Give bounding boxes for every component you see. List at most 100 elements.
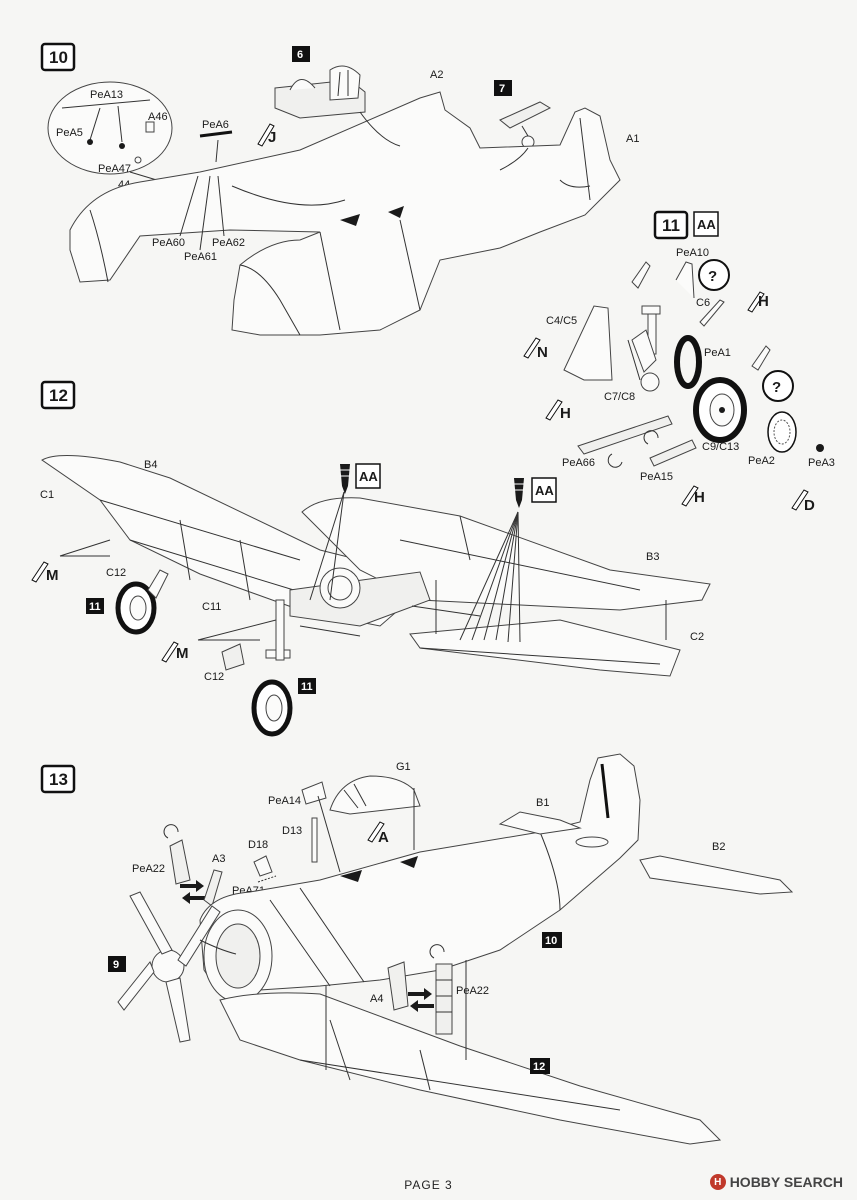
step-12-number: 12 — [49, 386, 68, 405]
label-PeA5: PeA5 — [56, 127, 83, 139]
lower-wings — [219, 992, 722, 1145]
label-D13: D13 — [282, 825, 302, 837]
label-G1: G1 — [396, 761, 411, 773]
label-H-3: H — [694, 489, 705, 506]
aa-badge-1-text: AA — [359, 469, 378, 484]
aa-badge-2-text: AA — [535, 483, 554, 498]
label-PeA22-b: PeA22 — [456, 985, 489, 997]
label-PeA3: PeA3 — [808, 457, 835, 469]
label-PeA10: PeA10 — [676, 247, 709, 259]
question-mark-2: ? — [772, 379, 781, 396]
right-main-gear — [251, 599, 293, 737]
label-A1: A1 — [626, 133, 639, 145]
propeller — [117, 891, 221, 1043]
lower-wing-C2 — [409, 619, 681, 677]
label-C6: C6 — [696, 297, 710, 309]
tailwheel-subassembly — [499, 101, 552, 149]
label-N: N — [537, 344, 548, 361]
antenna-detail-bubble: PeA13 PeA5 A46 PeA47 — [47, 81, 173, 175]
label-C1: C1 — [40, 489, 54, 501]
step-12-badge — [40, 380, 76, 410]
label-PeA15: PeA15 — [640, 471, 673, 483]
label-PeA61: PeA61 — [184, 251, 217, 263]
label-J: J — [268, 129, 276, 146]
label-C2: C2 — [690, 631, 704, 643]
label-H-1: H — [758, 293, 769, 310]
ref-6-number: 6 — [297, 49, 303, 61]
label-PeA14: PeA14 — [268, 795, 301, 807]
label-PeA13: PeA13 — [90, 89, 123, 101]
ref-10-number: 10 — [545, 935, 557, 947]
step-13-badge — [40, 764, 76, 794]
label-PeA66: PeA66 — [562, 457, 595, 469]
tailplane-B1 — [498, 811, 582, 835]
cowl-flaps-A4 — [387, 961, 453, 1035]
question-icon-1 — [698, 259, 730, 291]
step-11-aa-text: AA — [697, 217, 716, 232]
ref-badge-12 — [530, 1058, 550, 1074]
label-A3: A3 — [212, 853, 225, 865]
question-icon-2 — [762, 370, 794, 402]
label-PeA60: PeA60 — [152, 237, 185, 249]
label-A: A — [378, 829, 389, 846]
hobbysearch-logo-icon: H — [709, 1174, 726, 1190]
step-11-badge — [653, 210, 689, 240]
cockpit-subassembly — [274, 65, 366, 119]
label-C9C13: C9/C13 — [702, 441, 739, 453]
step-12: 12 — [31, 380, 711, 737]
step-10-badge — [40, 42, 76, 72]
label-C7C8: C7/C8 — [604, 391, 635, 403]
label-M-1: M — [46, 567, 59, 584]
step-10-number: 10 — [49, 48, 68, 67]
ref-11b-number: 11 — [301, 681, 313, 693]
ref-7-number: 7 — [499, 83, 505, 95]
step-13: 13 G1 PeA14 B1 D13 A B2 D18 PeA22 A3 PeA… — [40, 753, 794, 1145]
hub-cap-PeA3 — [816, 444, 824, 452]
ref-9-number: 9 — [113, 959, 119, 971]
label-PeA6: PeA6 — [202, 119, 229, 131]
ref-11a-number: 11 — [89, 601, 101, 613]
label-C11: C11 — [202, 601, 221, 613]
label-C12-b: C12 — [204, 671, 224, 683]
label-B4: B4 — [144, 459, 157, 471]
fuselage-half-A2 — [69, 91, 621, 336]
bomb-rack-rods — [309, 491, 521, 643]
label-D: D — [804, 497, 815, 514]
label-C4C5: C4/C5 — [546, 315, 577, 327]
label-PeA2: PeA2 — [748, 455, 775, 467]
label-A46: A46 — [148, 111, 168, 123]
label-B2: B2 — [712, 841, 725, 853]
aa-badge-2 — [531, 477, 557, 503]
label-PeA1: PeA1 — [704, 347, 731, 359]
label-M-2: M — [176, 645, 189, 662]
watermark-text: HOBBY SEARCH — [729, 1174, 843, 1190]
left-main-wheel — [115, 569, 169, 635]
step-10: 10 PeA13 PeA5 A46 PeA47 44 6 — [40, 42, 639, 336]
label-PeA47: PeA47 — [98, 163, 131, 175]
step-13-number: 13 — [49, 770, 68, 789]
main-wheel-C9C13 — [693, 377, 747, 443]
ref-12-number: 12 — [533, 1061, 545, 1073]
ref-badge-9 — [108, 956, 126, 972]
aa-badge-1 — [355, 463, 381, 489]
step-11-aa-badge — [693, 211, 719, 237]
label-PeA62: PeA62 — [212, 237, 245, 249]
drill-icon-1 — [340, 464, 350, 494]
ref-badge-7 — [494, 80, 512, 96]
label-B1: B1 — [536, 797, 549, 809]
tailplane-B2 — [639, 855, 794, 895]
step-11-number: 11 — [662, 216, 680, 235]
label-A2: A2 — [430, 69, 443, 81]
drill-icon-2 — [514, 478, 524, 508]
label-A4: A4 — [370, 993, 383, 1005]
fuselage-complete — [199, 753, 641, 1003]
watermark: H HOBBY SEARCH — [709, 1174, 843, 1190]
tire-PeA1 — [674, 335, 702, 389]
label-PeA22-a: PeA22 — [132, 863, 165, 875]
canopy-G1 — [329, 775, 421, 815]
page-number: PAGE 3 — [404, 1178, 453, 1192]
label-B3: B3 — [646, 551, 659, 563]
left-wing — [41, 454, 411, 627]
step-11: 11 AA PeA10 ? C6 H C4/C5 N PeA1 C7/C8 H … — [523, 210, 835, 514]
